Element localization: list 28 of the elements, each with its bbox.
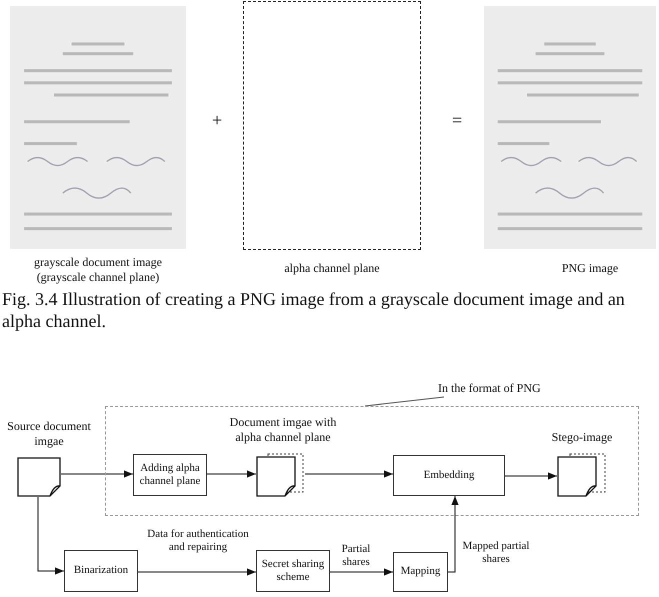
image-heading: Document imgae with alpha channel plane <box>228 415 338 445</box>
process-box: Adding alpha channel plane <box>133 454 207 496</box>
edge-label: Mapped partial shares <box>460 540 532 566</box>
process-box: Mapping <box>393 552 448 592</box>
arrow <box>504 472 558 480</box>
image-caption: grayscale document image (grayscale channel plane) <box>33 255 163 285</box>
arrow <box>304 470 394 478</box>
arrow <box>206 470 256 478</box>
arrow <box>38 496 64 575</box>
arrow <box>330 568 394 576</box>
leader-line <box>364 396 444 406</box>
image-caption: PNG image <box>560 261 620 276</box>
arrow <box>448 496 459 572</box>
arrow <box>138 568 256 576</box>
operator-symbol: + <box>212 110 222 131</box>
edge-label: Data for authentication and repairing <box>145 528 251 554</box>
dashed-region <box>105 406 639 516</box>
figure-caption: Fig. 3.4 Illustration of creating a PNG image from a grayscale document image and an alpha channel. <box>2 289 626 332</box>
arrow <box>60 470 134 478</box>
process-box: Binarization <box>64 550 138 592</box>
process-box: Secret sharing scheme <box>256 550 330 592</box>
operator-symbol: = <box>452 110 462 131</box>
dashed-frame <box>243 1 421 250</box>
image-heading: Stego-image <box>550 430 614 445</box>
region-label: In the format of PNG <box>438 381 541 396</box>
process-box: Embedding <box>393 455 505 496</box>
image-caption: alpha channel plane <box>283 261 381 276</box>
image-heading: Source document imgae <box>7 419 91 449</box>
